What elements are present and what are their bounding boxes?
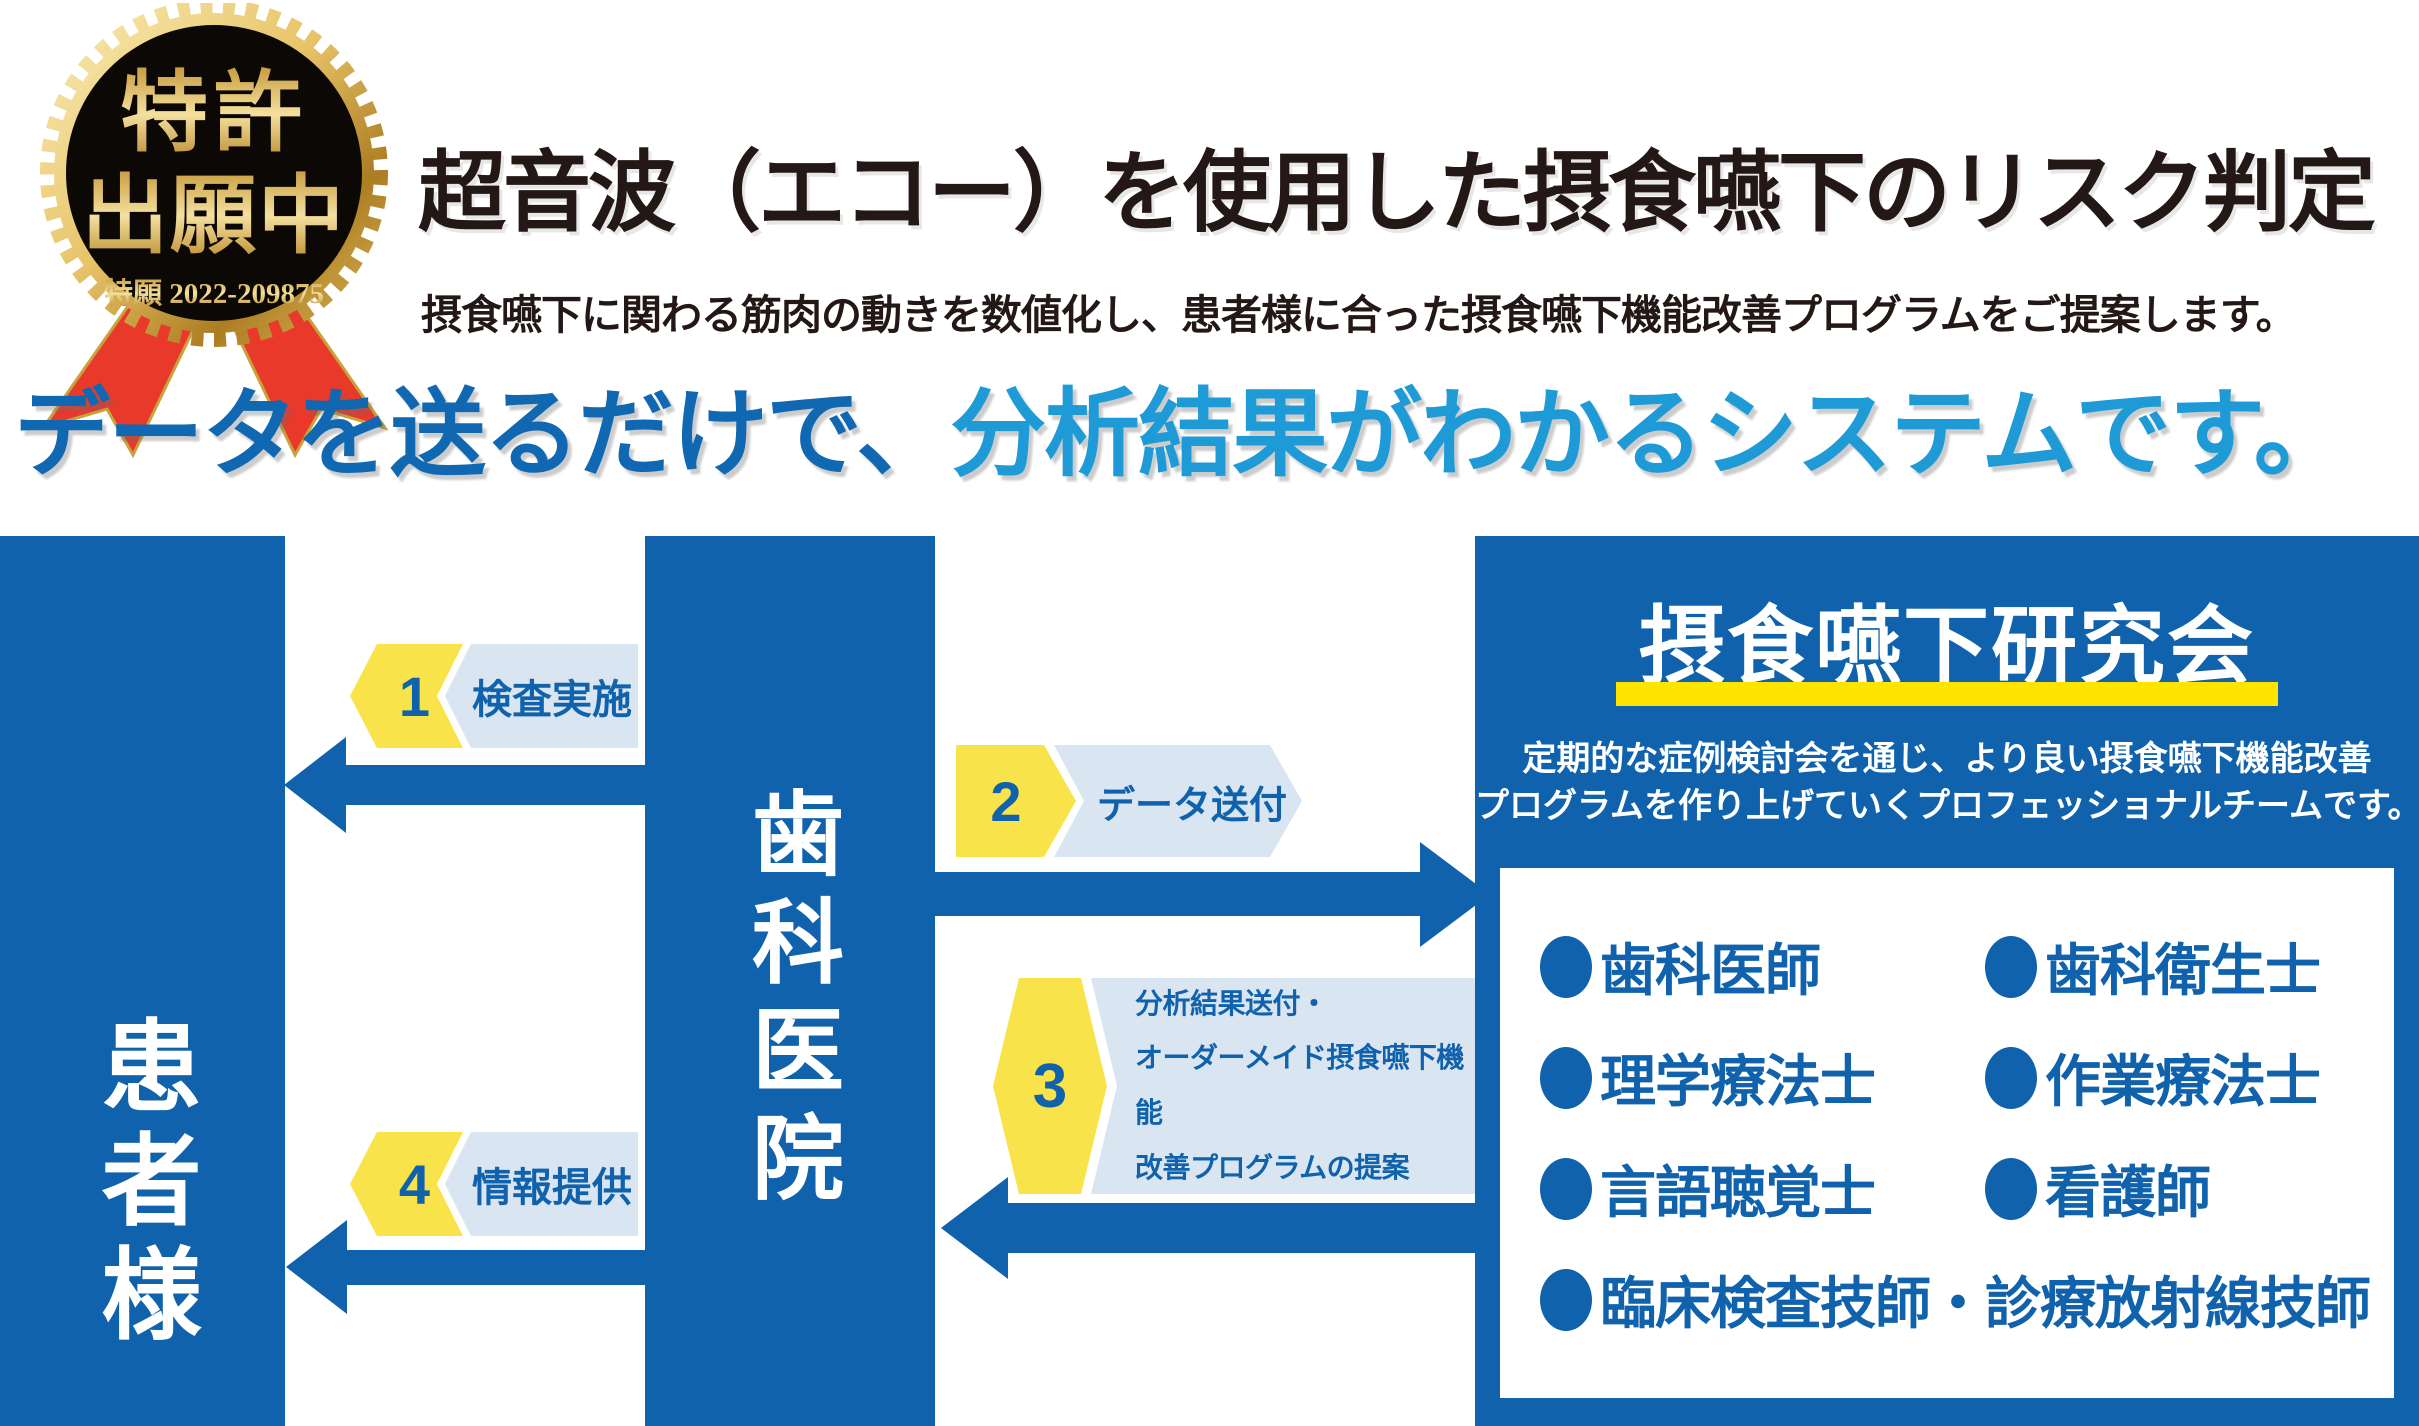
step-label-1: 1 検査実施 [350,644,638,748]
arrow-1-head-left-icon [284,737,346,833]
arrow-2-shaft [935,872,1422,916]
bullet-icon [1985,935,2037,998]
step-text-box: 検査実施 [445,644,638,748]
step-label-4: 4 情報提供 [350,1132,638,1236]
step-text-line: 分析結果送付・ [1135,987,1328,1019]
step-text-box: 情報提供 [445,1132,638,1236]
member-label: 理学療法士 [1600,1050,1876,1113]
member-label: 看護師 [2045,1161,2211,1224]
badge-application-number: 特願 2022-209875 [104,277,324,310]
badge-line2: 出願中 [82,168,346,264]
member-label: 作業療法士 [2045,1050,2321,1113]
member-label: 歯科衛生士 [2045,939,2321,1002]
member-item: 作業療法士 [1985,1037,2321,1118]
research-description-line1: 定期的な症例検討会を通じ、より良い摂食嚥下機能改善 [1522,740,2372,778]
step-text-box: データ送付 [1054,745,1302,857]
bullet-icon [1540,935,1592,998]
step-label-2: 2 データ送付 [956,745,1302,857]
step-text-line: 改善プログラムの提案 [1135,1151,1410,1183]
step-text: 情報提供 [472,1166,632,1210]
arrow-1-shaft [340,765,645,805]
member-row: 臨床検査技師・診療放射線技師 [1540,1259,2386,1340]
patent-pending-badge: 特許 出願中 特願 2022-209875 [39,3,389,458]
step-text: データ送付 [1096,784,1287,827]
page-title: 超音波（エコー）を使用した摂食嚥下のリスク判定 [418,143,2376,242]
member-item: 看護師 [1985,1148,2211,1229]
research-title-underline [1616,682,2278,706]
bullet-icon [1985,1046,2037,1109]
member-row: 理学療法士 作業療法士 [1540,1037,2386,1118]
step-number: 1 [398,664,431,728]
step-text: 検査実施 [472,678,632,722]
patient-label: 患者様 [86,1014,198,1356]
member-label: 歯科医師 [1600,939,1821,1002]
badge-scalloped-edge [40,3,388,347]
member-item: 歯科医師 [1540,926,1985,1007]
step-number: 2 [990,769,1022,833]
clinic-column: 歯科医院 [645,536,935,1426]
member-item: 理学療法士 [1540,1037,1985,1118]
research-society-box: 摂食嚥下研究会 定期的な症例検討会を通じ、より良い摂食嚥下機能改善 プログラムを… [1475,536,2419,1426]
arrow-3-shaft [1006,1203,1475,1253]
step-number-badge: 3 [993,978,1107,1194]
member-list: 歯科医師 歯科衛生士 理学療法士 作業療法士 [1500,868,2394,1398]
step-label-3: 3 分析結果送付・ オーダーメイド摂食嚥下機能 改善プログラムの提案 [993,978,1475,1194]
bullet-icon [1540,1268,1592,1331]
member-row: 言語聴覚士 看護師 [1540,1148,2386,1229]
step-text-line: オーダーメイド摂食嚥下機能 [1135,1042,1464,1128]
arrow-4-head-left-icon [286,1220,347,1314]
step-number-badge: 1 [350,644,463,748]
member-item: 歯科衛生士 [1985,926,2321,1007]
member-item: 臨床検査技師・診療放射線技師 [1540,1259,2371,1340]
arrow-3-head-left-icon [941,1177,1008,1279]
research-description-line2: プログラムを作り上げていくプロフェッショナルチームです。 [1475,786,2419,825]
bullet-icon [1985,1157,2037,1220]
bullet-icon [1540,1157,1592,1220]
badge-line1: 特許 [120,66,308,163]
bullet-icon [1540,1046,1592,1109]
step-number: 4 [398,1152,431,1216]
member-item: 言語聴覚士 [1540,1148,1985,1229]
page-subtitle: 摂食嚥下に関わる筋肉の動きを数値化し、患者様に合った摂食嚥下機能改善プログラムを… [421,292,2297,338]
headline: データを送るだけで、分析結果がわかるシステムです。 [14,356,2350,495]
research-description: 定期的な症例検討会を通じ、より良い摂食嚥下機能改善 プログラムを作り上げていくプ… [1475,736,2419,830]
patient-column: 患者様 [0,536,285,1426]
member-row: 歯科医師 歯科衛生士 [1540,926,2386,1007]
arrow-4-shaft [345,1250,645,1285]
headline-part2: 分析結果がわかるシステムです。 [950,381,2350,488]
member-label: 言語聴覚士 [1600,1161,1876,1224]
step-text-box: 分析結果送付・ オーダーメイド摂食嚥下機能 改善プログラムの提案 [1091,978,1475,1194]
step-number-badge: 2 [956,745,1076,857]
headline-part1: データを送るだけで、 [14,381,952,488]
badge-black-disc [66,25,362,321]
clinic-label: 歯科医院 [738,786,841,1218]
research-title: 摂食嚥下研究会 [1639,599,2255,695]
member-label: 臨床検査技師・診療放射線技師 [1600,1272,2371,1335]
step-number: 3 [1032,1051,1068,1121]
